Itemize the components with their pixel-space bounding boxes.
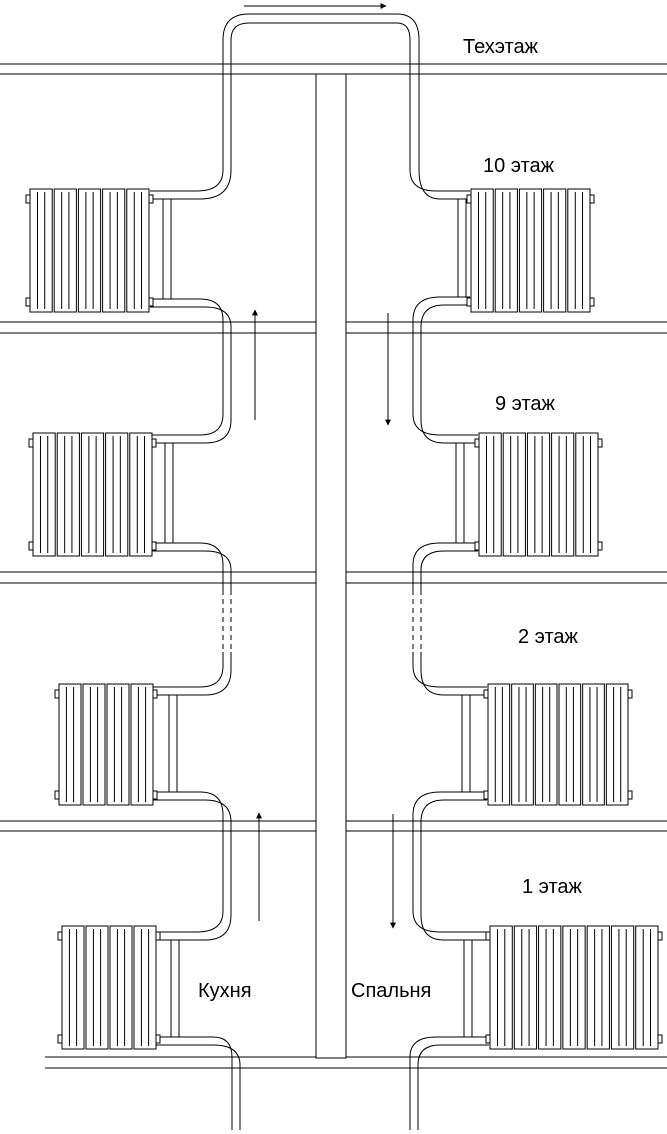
radiator-plug	[597, 438, 603, 448]
radiator-section	[85, 925, 109, 1050]
radiator-section	[82, 683, 106, 806]
radiator-section	[126, 188, 150, 313]
radiator-plug	[57, 931, 63, 941]
radiator-plug	[155, 931, 161, 941]
radiator-floor-2-right	[483, 683, 633, 806]
radiator-section	[489, 925, 513, 1050]
left-riser	[150, 169, 241, 1130]
radiator-floor-9-left	[28, 432, 157, 557]
radiator-jumpers	[162, 199, 473, 1037]
radiator-section	[538, 925, 562, 1050]
radiator-plug	[152, 689, 158, 699]
radiator-section	[575, 432, 599, 557]
radiator-plug	[28, 541, 34, 551]
radiator-section	[534, 683, 558, 806]
radiator-section	[513, 925, 538, 1050]
label-floor-2: 2 этаж	[518, 626, 579, 648]
radiator-plug	[148, 194, 154, 204]
radiator-plug	[151, 541, 157, 551]
radiator-section	[562, 925, 586, 1050]
radiator-floor-1-right	[485, 925, 663, 1050]
radiator-section	[582, 683, 605, 806]
right-riser	[409, 169, 489, 1130]
radiator-plug	[28, 438, 34, 448]
radiator-floor-10-left	[25, 188, 154, 313]
radiator-section	[32, 432, 56, 557]
label-floor-9: 9 этаж	[495, 393, 556, 415]
radiator-section	[106, 683, 130, 806]
radiator-section	[102, 188, 126, 313]
radiator-plug	[155, 1034, 161, 1044]
radiator-plug	[657, 931, 663, 941]
radiator-section	[478, 432, 502, 557]
radiator-section	[518, 188, 543, 313]
radiator-plug	[485, 931, 491, 941]
radiator-section	[494, 188, 518, 313]
radiator-plug	[152, 790, 158, 800]
radiator-section	[80, 432, 105, 557]
radiator-plug	[474, 438, 480, 448]
radiator-section	[526, 432, 551, 557]
radiator-plug	[151, 438, 157, 448]
radiator-section	[543, 188, 567, 313]
slab-floor-1	[45, 1056, 667, 1069]
radiator-section	[129, 432, 153, 557]
radiator-section	[130, 683, 154, 806]
label-kitchen: Кухня	[198, 980, 252, 1002]
top-loop-pipe	[222, 13, 420, 170]
radiator-floor-10-right	[466, 188, 595, 313]
radiator-section	[605, 683, 629, 806]
radiator-plug	[25, 297, 31, 307]
radiator-section	[133, 925, 157, 1050]
radiator-section	[558, 683, 582, 806]
radiator-section	[610, 925, 635, 1050]
radiator-plug	[466, 297, 472, 307]
radiator-plug	[483, 790, 489, 800]
label-tech-floor: Техэтаж	[463, 36, 539, 58]
radiator-section	[635, 925, 659, 1050]
radiator-section	[470, 188, 494, 313]
radiator-section	[53, 188, 77, 313]
radiator-section	[567, 188, 591, 313]
radiator-floor-2-left	[54, 683, 158, 806]
label-bedroom: Спальня	[351, 980, 431, 1002]
partition-wall	[315, 73, 347, 1059]
slab-tech-floor	[0, 63, 667, 75]
radiator-plug	[597, 541, 603, 551]
radiator-plug	[148, 297, 154, 307]
radiator-plug	[25, 194, 31, 204]
label-floor-10: 10 этаж	[483, 155, 555, 177]
radiator-section	[56, 432, 80, 557]
radiator-section	[487, 683, 511, 806]
radiator-plug	[474, 541, 480, 551]
radiator-plug	[483, 689, 489, 699]
radiator-floor-9-right	[474, 432, 603, 557]
radiator-plug	[54, 790, 60, 800]
radiator-section	[109, 925, 133, 1050]
radiator-section	[502, 432, 526, 557]
label-floor-1: 1 этаж	[522, 876, 583, 898]
radiator-section	[586, 925, 610, 1050]
radiator-floor-1-left	[57, 925, 161, 1050]
radiator-section	[77, 188, 102, 313]
radiator-plug	[627, 689, 633, 699]
radiator-plug	[589, 194, 595, 204]
radiator-plug	[485, 1034, 491, 1044]
radiator-section	[29, 188, 53, 313]
radiator-plug	[627, 790, 633, 800]
radiator-plug	[466, 194, 472, 204]
radiator-section	[551, 432, 575, 557]
radiator-section	[105, 432, 129, 557]
radiator-plug	[54, 689, 60, 699]
radiator-section	[511, 683, 534, 806]
radiator-plug	[589, 297, 595, 307]
radiator-plug	[657, 1034, 663, 1044]
radiator-plug	[57, 1034, 63, 1044]
radiator-section	[58, 683, 82, 806]
radiator-section	[61, 925, 85, 1050]
